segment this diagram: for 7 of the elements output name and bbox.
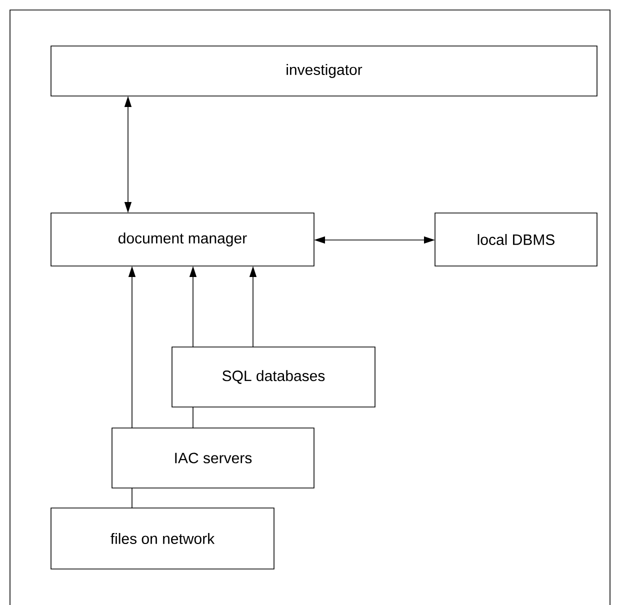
box: document manager [50, 212, 314, 266]
box: local DBMS [434, 212, 598, 266]
box: IAC servers [112, 428, 314, 488]
box: SQL databases [172, 346, 376, 408]
box: files on network [50, 508, 274, 570]
connector-line [192, 406, 194, 428]
box: investigator [50, 46, 598, 96]
